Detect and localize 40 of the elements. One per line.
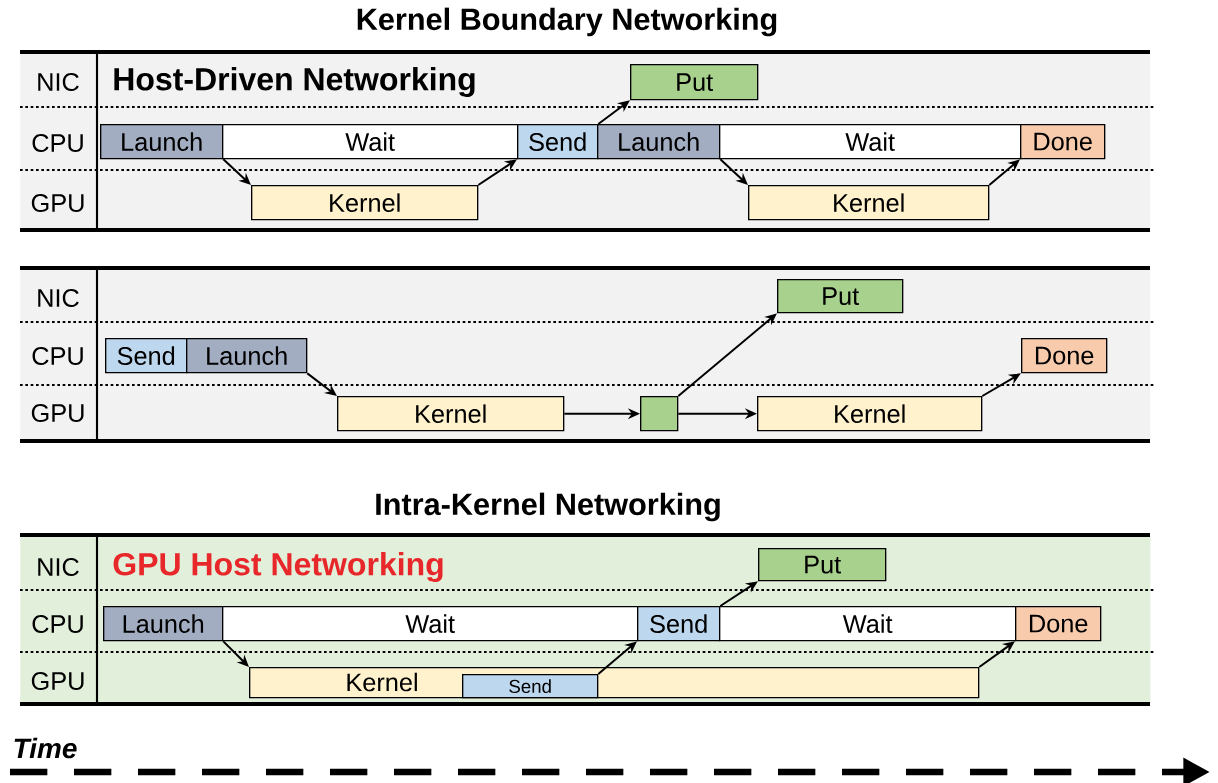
arrow xyxy=(597,100,630,125)
axis-label: Time xyxy=(14,737,77,759)
process-box: Launch xyxy=(597,124,721,160)
process-box: Send xyxy=(105,338,188,374)
process-box: Put xyxy=(758,548,887,582)
process-box: Done xyxy=(1020,124,1106,160)
process-box: Kernel xyxy=(251,185,479,221)
process-box: Put xyxy=(630,64,759,101)
process-box: Send xyxy=(637,606,721,642)
process-box: Send xyxy=(462,674,599,699)
process-box: Send xyxy=(517,124,599,160)
arrow xyxy=(222,158,251,185)
process-box: Done xyxy=(1015,606,1102,642)
arrow xyxy=(988,159,1020,186)
process-box: Launch xyxy=(103,606,224,642)
process-box: Wait xyxy=(719,124,1022,160)
row-label: GPU xyxy=(31,194,84,212)
process-box: Kernel xyxy=(748,185,990,221)
section-title: Intra-Kernel Networking xyxy=(376,492,720,522)
process-box: Launch xyxy=(100,124,224,160)
row-label: NIC xyxy=(38,558,79,576)
arrow xyxy=(222,640,249,667)
process-box: Launch xyxy=(186,338,308,374)
process-box: Kernel xyxy=(337,396,565,432)
arrow xyxy=(677,313,777,397)
row-label: GPU xyxy=(31,404,84,422)
process-box: Kernel xyxy=(757,396,983,432)
marker-box xyxy=(640,396,679,432)
process-box: Done xyxy=(1021,338,1108,374)
process-box: Wait xyxy=(222,124,519,160)
process-box: Put xyxy=(777,279,904,314)
process-box: Wait xyxy=(719,606,1017,642)
row-label: NIC xyxy=(38,73,79,91)
process-box: Wait xyxy=(222,606,639,642)
arrow xyxy=(306,372,337,396)
title: Kernel Boundary Networking xyxy=(357,7,777,37)
row-label: GPU xyxy=(31,672,84,690)
arrow xyxy=(719,158,748,185)
arrow xyxy=(597,641,637,675)
row-label: NIC xyxy=(38,289,79,307)
